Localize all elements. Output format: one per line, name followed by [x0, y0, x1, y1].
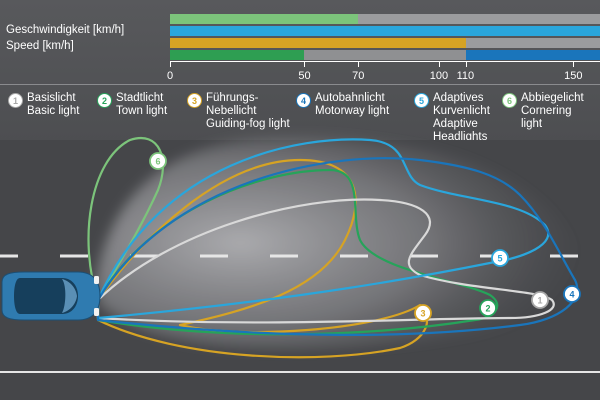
beam-marker-5: 5: [491, 249, 509, 267]
speed-bar-row2-seg1: [170, 26, 600, 36]
legend-badge-4: 4: [296, 93, 311, 108]
legend-label-de: Stadtlicht: [116, 92, 164, 104]
tick-label: 0: [167, 70, 174, 82]
speed-axis-line: [170, 61, 600, 62]
legend-badge-1: 1: [8, 93, 23, 108]
beam-marker-label: 3: [420, 309, 425, 319]
tick-mark: [304, 61, 306, 67]
speed-bar-row1-seg2: [358, 14, 600, 24]
legend-badge-6: 6: [502, 93, 517, 108]
beam-marker-label: 2: [485, 304, 490, 314]
beam-marker-1: 1: [531, 291, 549, 309]
speed-label-english: Speed [km/h]: [6, 40, 74, 52]
speed-bar-row3-seg1: [170, 38, 466, 48]
legend-label-de-2: Kurvenlicht: [433, 105, 490, 117]
header-divider: [0, 84, 600, 85]
car: [1, 271, 101, 321]
beam-marker-2: 2: [479, 299, 497, 317]
legend-label-en: Basic light: [27, 105, 80, 117]
legend-item-town-light: 2 Stadtlicht Town light: [97, 92, 167, 118]
speed-bar-row3-seg2: [465, 38, 600, 48]
beam-marker-6: 6: [149, 152, 167, 170]
legend-label-de-2: Nebellicht: [206, 105, 257, 117]
car-roof: [14, 278, 78, 314]
legend-item-basic-light: 1 Basislicht Basic light: [8, 92, 79, 118]
tick-label: 110: [456, 70, 475, 82]
legend-badge-3: 3: [187, 93, 202, 108]
car-windshield: [62, 279, 77, 313]
beam-marker-3: 3: [414, 304, 432, 322]
legend-label-en: Guiding-fog light: [206, 118, 290, 130]
car-headlight-right: [94, 308, 99, 316]
beam-marker-label: 6: [155, 157, 160, 167]
legend-label-de: Autobahnlicht: [315, 92, 385, 104]
tick-mark: [573, 61, 575, 67]
beam-marker-4: 4: [563, 285, 581, 303]
legend-label-de: Abbiegelicht: [521, 92, 584, 104]
beam-adaptive-headlights: [96, 138, 550, 320]
beam-marker-label: 5: [497, 254, 502, 264]
beam-marker-label: 1: [537, 296, 542, 306]
beam-markers: 6 5 4 3 2 1: [149, 152, 581, 322]
legend-label-en: Adaptive: [433, 118, 478, 130]
legend-item-motorway-light: 4 Autobahnlicht Motorway light: [296, 92, 389, 118]
legend-label-de: Basislicht: [27, 92, 76, 104]
legend-label-en: Town light: [116, 105, 168, 117]
legend-label-en: Motorway light: [315, 105, 390, 117]
speed-bar-row4-seg3: [465, 50, 600, 60]
legend-label-en: Cornering: [521, 105, 572, 117]
legend-item-cornering-light: 6 Abbiegelicht Cornering light: [502, 92, 584, 131]
beam-motorway-light: [96, 157, 579, 337]
legend-label-de: Führungs-: [206, 92, 259, 104]
legend-item-guiding-fog-light: 3 Führungs- Nebellicht Guiding-fog light: [187, 92, 290, 131]
speed-bar-row4-seg2: [304, 50, 466, 60]
speed-bar-row4-seg1: [170, 50, 305, 60]
legend-badge-5: 5: [414, 93, 429, 108]
tick-label: 70: [352, 70, 365, 82]
beam-marker-label: 4: [569, 290, 574, 300]
legend-label-de: Adaptives: [433, 92, 484, 104]
speed-bar-row1-seg1: [170, 14, 359, 24]
beam-basic-light: [96, 198, 555, 324]
tick-mark: [170, 61, 171, 67]
tick-label: 150: [564, 70, 583, 82]
tick-label: 50: [298, 70, 311, 82]
light-glow: [95, 136, 581, 349]
tick-mark: [438, 61, 440, 67]
legend-label-en-2: light: [521, 118, 543, 130]
tick-mark: [358, 61, 360, 67]
tick-mark: [465, 61, 467, 67]
beam-guiding-fog-light: [96, 158, 429, 359]
beam-town-light: [96, 168, 499, 336]
car-headlight-left: [94, 276, 99, 284]
legend-badge-2: 2: [97, 93, 112, 108]
tick-label: 100: [429, 70, 449, 82]
speed-label-german: Geschwindigkeit [km/h]: [6, 24, 125, 36]
